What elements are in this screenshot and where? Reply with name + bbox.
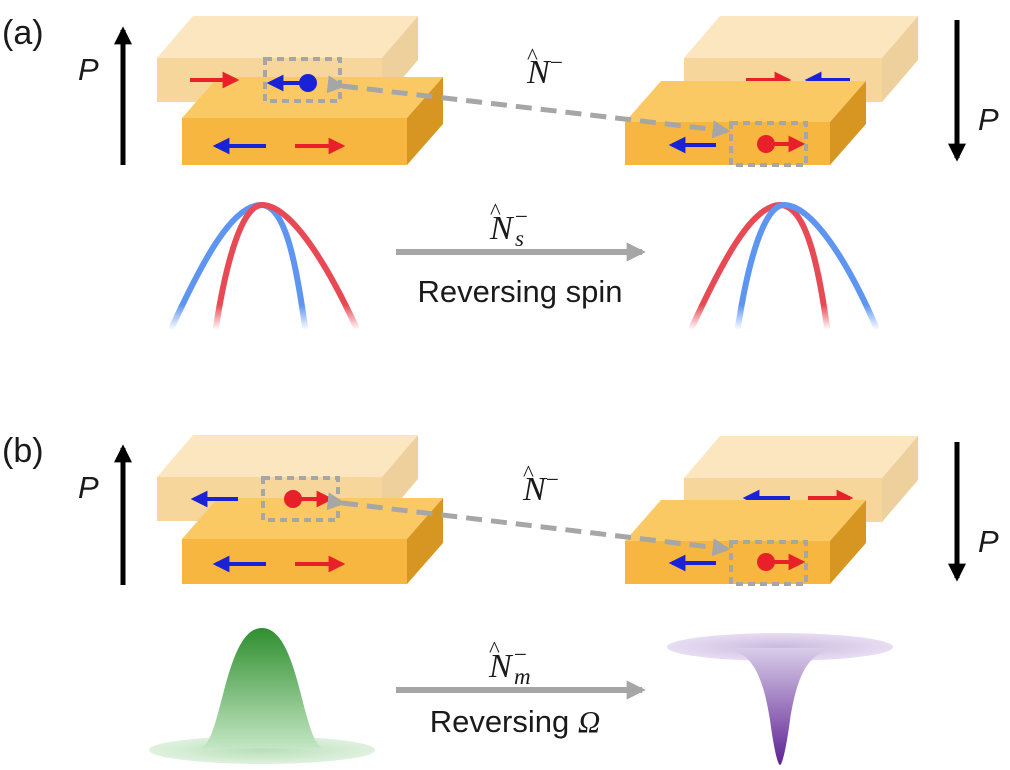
svg-text:m: m — [514, 664, 531, 689]
hat-glyph: ^ — [489, 637, 500, 662]
highlight-box — [729, 540, 808, 586]
band-curve-blue-left — [169, 201, 308, 330]
green-peak-landscape — [149, 628, 375, 764]
polarization-label-b-left: P — [78, 470, 99, 505]
panel-a: (a) P — [2, 14, 999, 330]
dashed-double-arrow-b — [326, 492, 731, 557]
operator-n-s-minus: N ^ s − — [489, 199, 528, 251]
hat-glyph: ^ — [527, 44, 538, 69]
svg-text:−: − — [546, 467, 559, 492]
operator-n-m-minus: N ^ m − — [488, 637, 531, 689]
operator-n-minus-a: N ^ − — [526, 44, 563, 91]
svg-text:N: N — [488, 648, 514, 685]
electron-dot-blue — [299, 74, 317, 92]
panel-b-label: (b) — [2, 432, 44, 470]
svg-text:N: N — [489, 210, 515, 247]
svg-text:N: N — [522, 471, 548, 508]
dashed-double-arrow-a — [326, 75, 731, 139]
svg-text:−: − — [550, 50, 563, 75]
caption-reversing-spin: Reversing spin — [417, 274, 622, 309]
operator-n-minus-b: N ^ − — [522, 461, 559, 508]
band-curve-red-left — [213, 201, 359, 330]
polarization-label-b-right: P — [978, 524, 999, 559]
svg-text:N: N — [526, 54, 552, 91]
svg-text:s: s — [515, 226, 524, 251]
svg-text:−: − — [514, 642, 527, 667]
highlight-box — [729, 121, 808, 167]
hat-glyph: ^ — [523, 461, 534, 486]
purple-valley-landscape — [667, 633, 893, 765]
caption-reversing-omega: Reversing Ω — [430, 704, 601, 739]
band-curve-red-right — [689, 201, 830, 330]
svg-text:−: − — [515, 204, 528, 229]
panel-a-label: (a) — [2, 14, 44, 52]
band-curve-blue-right — [735, 201, 879, 330]
hat-glyph: ^ — [490, 199, 501, 224]
polarization-label-a-right: P — [978, 102, 999, 137]
polarization-label-a-left: P — [78, 52, 99, 87]
panel-b: (b) P — [2, 432, 999, 765]
